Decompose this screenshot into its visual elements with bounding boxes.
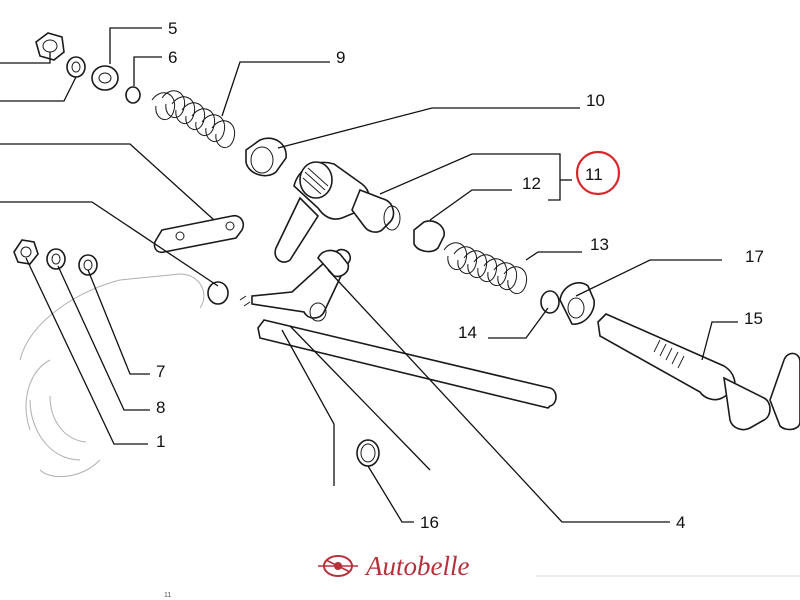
brand-name: Autobelle [364,551,469,581]
nut-1-part [13,239,39,265]
housing-outline-part [19,273,205,478]
bracket-part [153,214,245,254]
top-nut-part [35,32,65,61]
label-7: 7 [156,362,165,381]
label-6: 6 [168,48,177,67]
rod-4-part [257,319,557,409]
spring-13-part [443,242,528,294]
label-13: 13 [590,235,609,254]
spring-9-part [151,90,236,148]
collar-10-part [245,137,287,177]
washer-7-part [78,254,98,276]
washer-5-part [91,65,119,91]
lower-rocker-part [239,248,352,322]
label-4: 4 [676,513,685,532]
label-5: 5 [168,19,177,38]
shaft-15-part [597,313,800,431]
label-1: 1 [156,432,165,451]
watermark-logo: Autobelle [318,551,469,581]
cup-17-part [559,282,595,325]
label-16: 16 [420,513,439,532]
label-11: 11 [585,165,603,184]
page-footer: 11 [164,575,800,599]
label-15: 15 [744,309,763,328]
ring-14-part [540,290,560,314]
label-9: 9 [336,48,345,67]
top-washer-part [66,56,86,78]
label-8: 8 [156,398,165,417]
ring-6-part [125,86,141,104]
washer-8-part [46,248,66,270]
leader-lines [0,27,738,523]
label-12: 12 [522,174,541,193]
part-labels: 5 6 9 10 11 12 13 17 15 14 7 8 1 16 4 [156,19,764,532]
label-14: 14 [458,323,477,342]
page-mark: 11 [164,592,171,599]
bushing-part [413,220,445,253]
car-emblem-icon [318,555,358,577]
ring-16-part [356,439,380,467]
label-17: 17 [745,247,764,266]
label-10: 10 [586,91,605,110]
shaft-washer-part [207,281,229,305]
highlight-circle [575,150,621,196]
rocker-arm-11-part [274,161,401,263]
